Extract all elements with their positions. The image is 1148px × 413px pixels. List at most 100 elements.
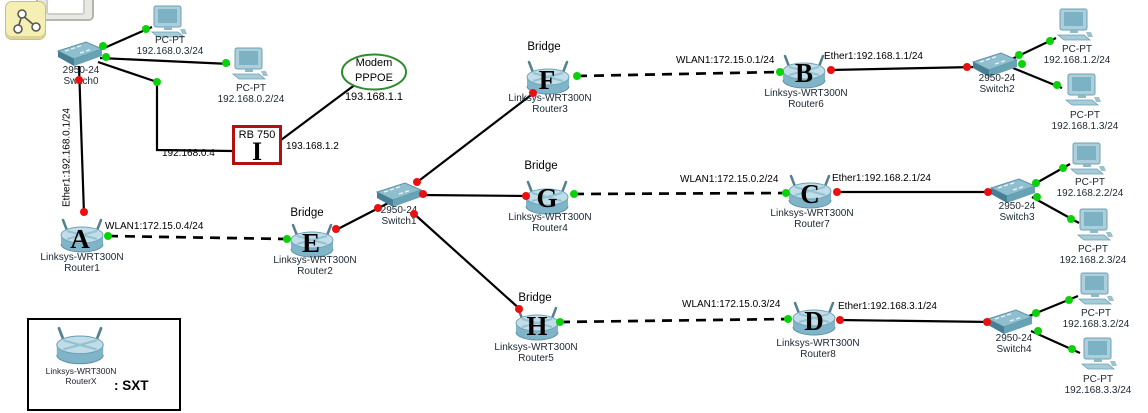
device-name: Router5 (518, 352, 554, 364)
link-label-wlan-router3-router6: WLAN1:172.15.0.1/24 (676, 55, 775, 66)
device-model: PC-PT (236, 83, 266, 94)
router1-label: Linksys-WRT300N Router1 (22, 252, 142, 274)
device-ip: 192.168.1.3/24 (1051, 120, 1119, 132)
wireless-link-router1-router2 (107, 234, 288, 241)
device-model: PC-PT (1078, 244, 1108, 255)
device-ip: 192.168.0.3/24 (136, 45, 204, 57)
pc5[interactable] (1073, 208, 1115, 249)
switch3-label: 2950-24 Switch3 (957, 201, 1077, 223)
pc3[interactable] (1061, 73, 1103, 114)
switch4-label: 2950-24 Switch4 (954, 333, 1074, 355)
wireless-link-router4-router7 (573, 191, 787, 196)
device-ip: 192.168.2.2/24 (1056, 187, 1124, 199)
link-label-ether-router7-switch3: Ether1:192.168.2.1/24 (832, 173, 931, 184)
link-label-ether-router8-switch4: Ether1:192.168.3.1/24 (838, 301, 937, 312)
cable-router8-switch4 (837, 318, 993, 324)
cable-switch0-rb750 (97, 60, 233, 153)
bridge-tag-router5: Bridge (518, 292, 552, 304)
device-model: Linksys-WRT300N (508, 93, 592, 104)
rb750-device[interactable]: RB 750 I (232, 125, 282, 165)
cable-switch1-router5 (411, 211, 523, 312)
annotation-letter-A: A (70, 224, 90, 254)
router8-label: Linksys-WRT300N Router8 (758, 338, 878, 360)
legend-box: Linksys-WRT300N RouterX : SXT (27, 318, 181, 411)
device-name: Router6 (788, 98, 824, 110)
link-label-ether-router6-switch2: Ether1:192.168.1.1/24 (824, 51, 923, 62)
annotation-letter-E: E (301, 228, 320, 258)
cable-router2-switch1 (333, 198, 397, 232)
cable-switch0-pc1 (99, 56, 231, 66)
link-label-wlan-router5-router8: WLAN1:172.15.0.3/24 (682, 299, 781, 310)
annotation-letter-H: H (526, 311, 548, 341)
device-name: Switch2 (979, 83, 1015, 95)
device-name: Switch1 (381, 215, 417, 227)
device-model: PC-PT (1083, 374, 1113, 385)
annotation-letter-D: D (804, 306, 824, 336)
router7-label: Linksys-WRT300N Router7 (752, 208, 872, 230)
device-model: 2950-24 (62, 65, 100, 76)
pc7[interactable] (1077, 337, 1119, 378)
device-model: 2950-24 (380, 205, 418, 216)
annotation-letter-C: C (800, 179, 820, 209)
device-model: Linksys-WRT300N (40, 252, 124, 263)
device-model: Linksys-WRT300N (508, 212, 592, 223)
bridge-tag-router3: Bridge (527, 41, 561, 53)
device-ip: 192.168.3.2/24 (1062, 318, 1130, 330)
device-name: Switch0 (63, 75, 99, 87)
device-name: Switch3 (999, 211, 1035, 223)
wireless-link-router3-router6 (576, 70, 781, 78)
pc6-label: PC-PT 192.168.3.2/24 (1036, 308, 1148, 330)
legend-model: Linksys-WRT300N (45, 366, 117, 376)
router6-label: Linksys-WRT300N Router6 (746, 88, 866, 110)
legend-router-icon (52, 325, 108, 372)
background-toolbar-icon-inner (46, 0, 85, 15)
annotation-letter-I: I (251, 137, 263, 166)
annotation-letter-B: B (794, 58, 813, 88)
device-model: 2950-24 (978, 73, 1016, 84)
switch2-label: 2950-24 Switch2 (937, 73, 1057, 95)
link-label-rb750-modem: 193.168.1.2 (286, 141, 339, 152)
pc2[interactable] (1053, 8, 1095, 49)
device-model: PC-PT (1075, 177, 1105, 188)
pc1[interactable] (228, 47, 270, 88)
device-model: PC-PT (1070, 110, 1100, 121)
annotation-letter-F: F (538, 65, 556, 95)
cable-router6-switch2 (829, 65, 976, 72)
pc3-label: PC-PT 192.168.1.3/24 (1025, 110, 1145, 132)
pc6[interactable] (1074, 272, 1116, 313)
bridge-tag-router2: Bridge (290, 207, 324, 219)
router4-label: Linksys-WRT300N Router4 (490, 212, 610, 234)
device-model: Linksys-WRT300N (494, 342, 578, 353)
device-name: Router8 (800, 348, 836, 360)
router2-label: Linksys-WRT300N Router2 (255, 255, 375, 277)
modem-type-label: Modem (355, 57, 393, 69)
link-label-wlan-router1-router2: WLAN1:172.15.0.4/24 (105, 221, 204, 232)
device-model: PC-PT (1062, 44, 1092, 55)
background-toolbar-icon (36, 0, 94, 21)
pc5-label: PC-PT 192.168.2.3/24 (1033, 244, 1148, 266)
device-name: Router1 (64, 262, 100, 274)
device-name: Router3 (532, 103, 568, 115)
modem-device[interactable] (342, 54, 406, 90)
device-name: Switch4 (996, 343, 1032, 355)
device-name: Router4 (532, 222, 568, 234)
bridge-tag-router4: Bridge (524, 160, 558, 172)
device-model: PC-PT (1081, 308, 1111, 319)
modem-ip-label: 193.168.1.1 (344, 91, 404, 103)
router3-label: Linksys-WRT300N Router3 (490, 93, 610, 115)
device-model: Linksys-WRT300N (764, 88, 848, 99)
router5-label: Linksys-WRT300N Router5 (476, 342, 596, 364)
network-cluster-icon[interactable] (5, 1, 46, 40)
device-model: PC-PT (155, 35, 185, 46)
device-model: Linksys-WRT300N (273, 255, 357, 266)
cable-switch1-router3 (415, 91, 536, 184)
device-name: Router2 (297, 265, 333, 277)
device-ip: 192.168.2.3/24 (1059, 254, 1127, 266)
pc1-label: PC-PT 192.168.0.2/24 (191, 83, 311, 105)
link-label-wlan-router4-router7: WLAN1:172.15.0.2/24 (680, 174, 779, 185)
switch0-label: 2950-24 Switch0 (21, 65, 141, 87)
device-model: 2950-24 (995, 333, 1033, 344)
annotation-letter-G: G (536, 183, 558, 213)
device-model: Linksys-WRT300N (776, 338, 860, 349)
